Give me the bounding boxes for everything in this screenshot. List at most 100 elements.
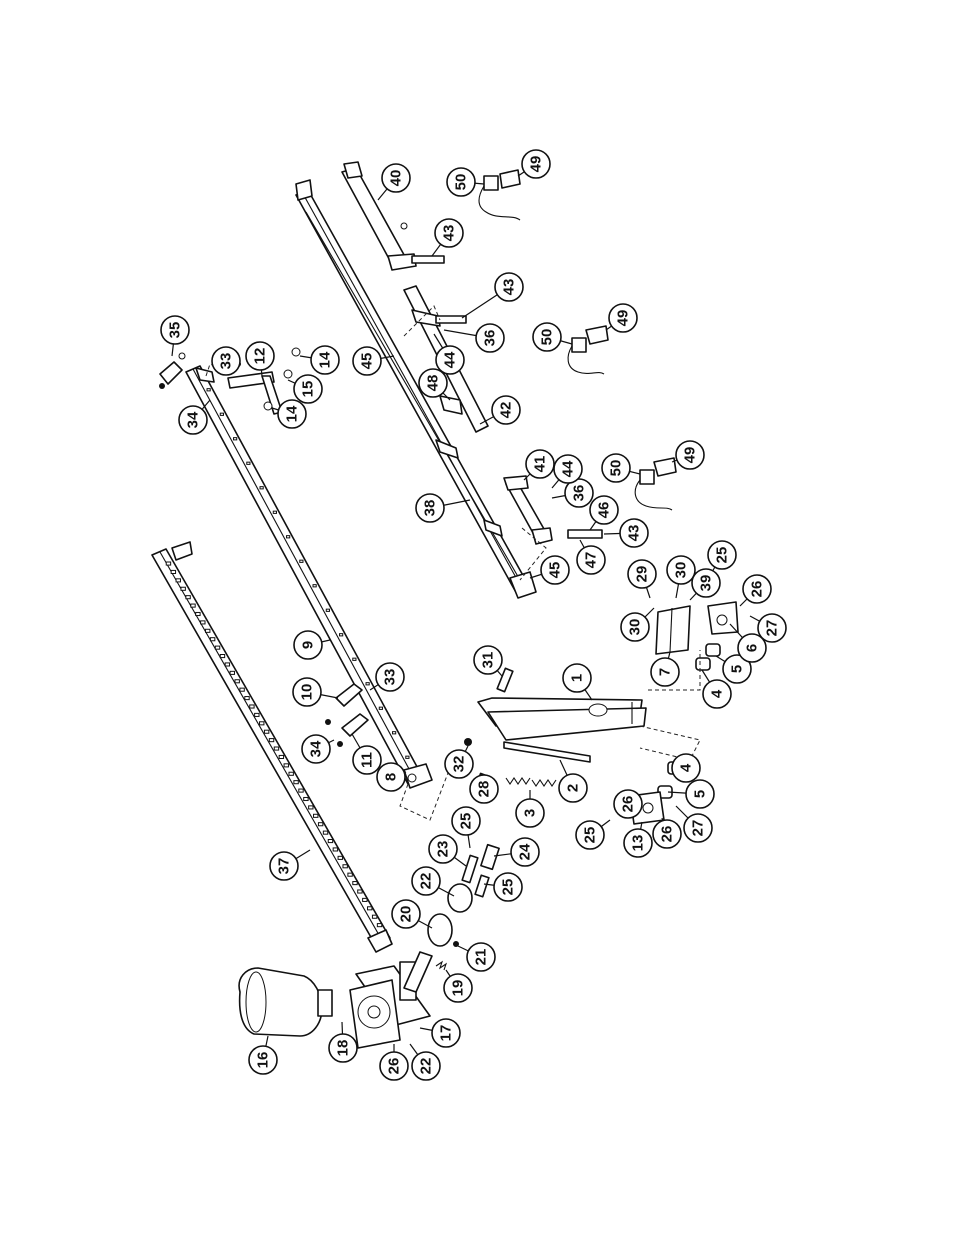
callout-label: 21 — [473, 949, 490, 966]
callout-circle — [627, 559, 657, 589]
callout-circle — [494, 272, 524, 302]
callout-circle — [245, 341, 275, 371]
callout-label: 37 — [276, 858, 293, 875]
rail-perforation — [268, 738, 275, 743]
rail-perforation — [376, 923, 383, 928]
callout-23: 23 — [428, 834, 467, 867]
callout-15: 15 — [287, 374, 323, 404]
rail-perforation — [200, 620, 206, 625]
callout-label: 3 — [522, 809, 539, 817]
callout-30: 30 — [620, 607, 655, 642]
rail-perforation — [224, 662, 231, 667]
callout-45: 45 — [352, 346, 395, 376]
callout-circle — [702, 679, 732, 709]
rail-perforation — [278, 754, 285, 759]
callout-18: 18 — [328, 1021, 358, 1063]
callout-circle — [160, 315, 190, 345]
callout-label: 22 — [418, 1058, 435, 1075]
rail-perforation — [254, 712, 260, 717]
rail-perforation — [357, 889, 363, 894]
bolt-31 — [496, 667, 514, 693]
rail-perforation — [371, 914, 378, 919]
callout-circle — [652, 819, 682, 849]
callout-38: 38 — [415, 493, 471, 523]
callout-circle — [277, 399, 307, 429]
callout-49: 49 — [605, 303, 638, 333]
callout-circle — [376, 762, 406, 792]
callout-label: 50 — [608, 460, 625, 477]
rail-38 — [295, 179, 537, 599]
rail-37 — [151, 541, 393, 953]
callout-label: 29 — [634, 566, 651, 583]
callout-label: 25 — [500, 879, 517, 896]
rail-perforation — [229, 670, 235, 675]
callout-43: 43 — [603, 518, 649, 548]
callout-label: 35 — [167, 322, 184, 339]
rail-perforation — [293, 780, 299, 785]
callout-label: 44 — [560, 460, 577, 477]
callout-circle — [293, 374, 323, 404]
callout-27: 27 — [749, 613, 787, 643]
part-8 — [403, 763, 433, 789]
callout-36: 36 — [443, 323, 505, 353]
bracket-48 — [439, 395, 463, 415]
rail-perforation — [313, 813, 319, 818]
callout-label: 4 — [678, 763, 695, 772]
bracket-11 — [325, 713, 369, 747]
callout-label: 33 — [382, 669, 399, 686]
bracket-41 — [503, 475, 553, 545]
callout-label: 1 — [569, 674, 586, 682]
rail-perforation — [205, 628, 211, 633]
switches-49-50 — [478, 169, 677, 511]
callout-circle — [475, 323, 505, 353]
callout-4: 4 — [701, 669, 732, 709]
callout-circle — [553, 454, 583, 484]
callout-6: 6 — [729, 623, 767, 663]
callout-label: 47 — [583, 552, 600, 569]
motor-16 — [238, 967, 333, 1037]
callout-label: 22 — [418, 873, 435, 890]
callout-30: 30 — [666, 555, 696, 599]
callout-circle — [562, 663, 592, 693]
shaft-19-20 — [403, 883, 473, 993]
callout-label: 2 — [565, 784, 582, 792]
callout-21: 21 — [457, 942, 496, 972]
callout-label: 43 — [626, 525, 643, 542]
rail-hole — [219, 412, 224, 416]
rail-perforation — [214, 645, 221, 650]
callout-25: 25 — [707, 540, 737, 573]
callout-label: 13 — [630, 835, 647, 852]
callout-circle — [411, 1051, 441, 1081]
callout-label: 27 — [764, 620, 781, 637]
callout-circle — [451, 806, 481, 836]
callout-circle — [391, 899, 421, 929]
callout-circle — [575, 820, 605, 850]
rail-perforation — [209, 637, 216, 642]
callout-label: 14 — [317, 351, 334, 368]
rail-hole — [352, 657, 357, 661]
callout-circle — [666, 555, 696, 585]
rail-perforation — [195, 611, 201, 617]
callout-label: 40 — [388, 170, 405, 187]
callout-label: 25 — [714, 547, 731, 564]
callout-label: 32 — [451, 756, 468, 773]
rail-9 — [185, 365, 423, 785]
callout-33: 33 — [369, 662, 405, 692]
callout-28: 28 — [469, 774, 499, 804]
callout-label: 24 — [517, 843, 534, 860]
callout-36: 36 — [551, 478, 594, 508]
callout-circle — [707, 540, 737, 570]
callout-34: 34 — [178, 399, 211, 435]
callout-29: 29 — [627, 559, 657, 599]
callout-circle — [248, 1045, 278, 1075]
rail-hole — [405, 755, 410, 759]
callout-17: 17 — [419, 1018, 461, 1048]
callout-44: 44 — [551, 454, 583, 489]
callout-label: 28 — [476, 781, 493, 798]
callout-circle — [352, 346, 382, 376]
callout-40: 40 — [377, 163, 411, 201]
callout-circle — [515, 798, 545, 828]
callout-circle — [178, 405, 208, 435]
rail-perforation — [308, 805, 314, 810]
